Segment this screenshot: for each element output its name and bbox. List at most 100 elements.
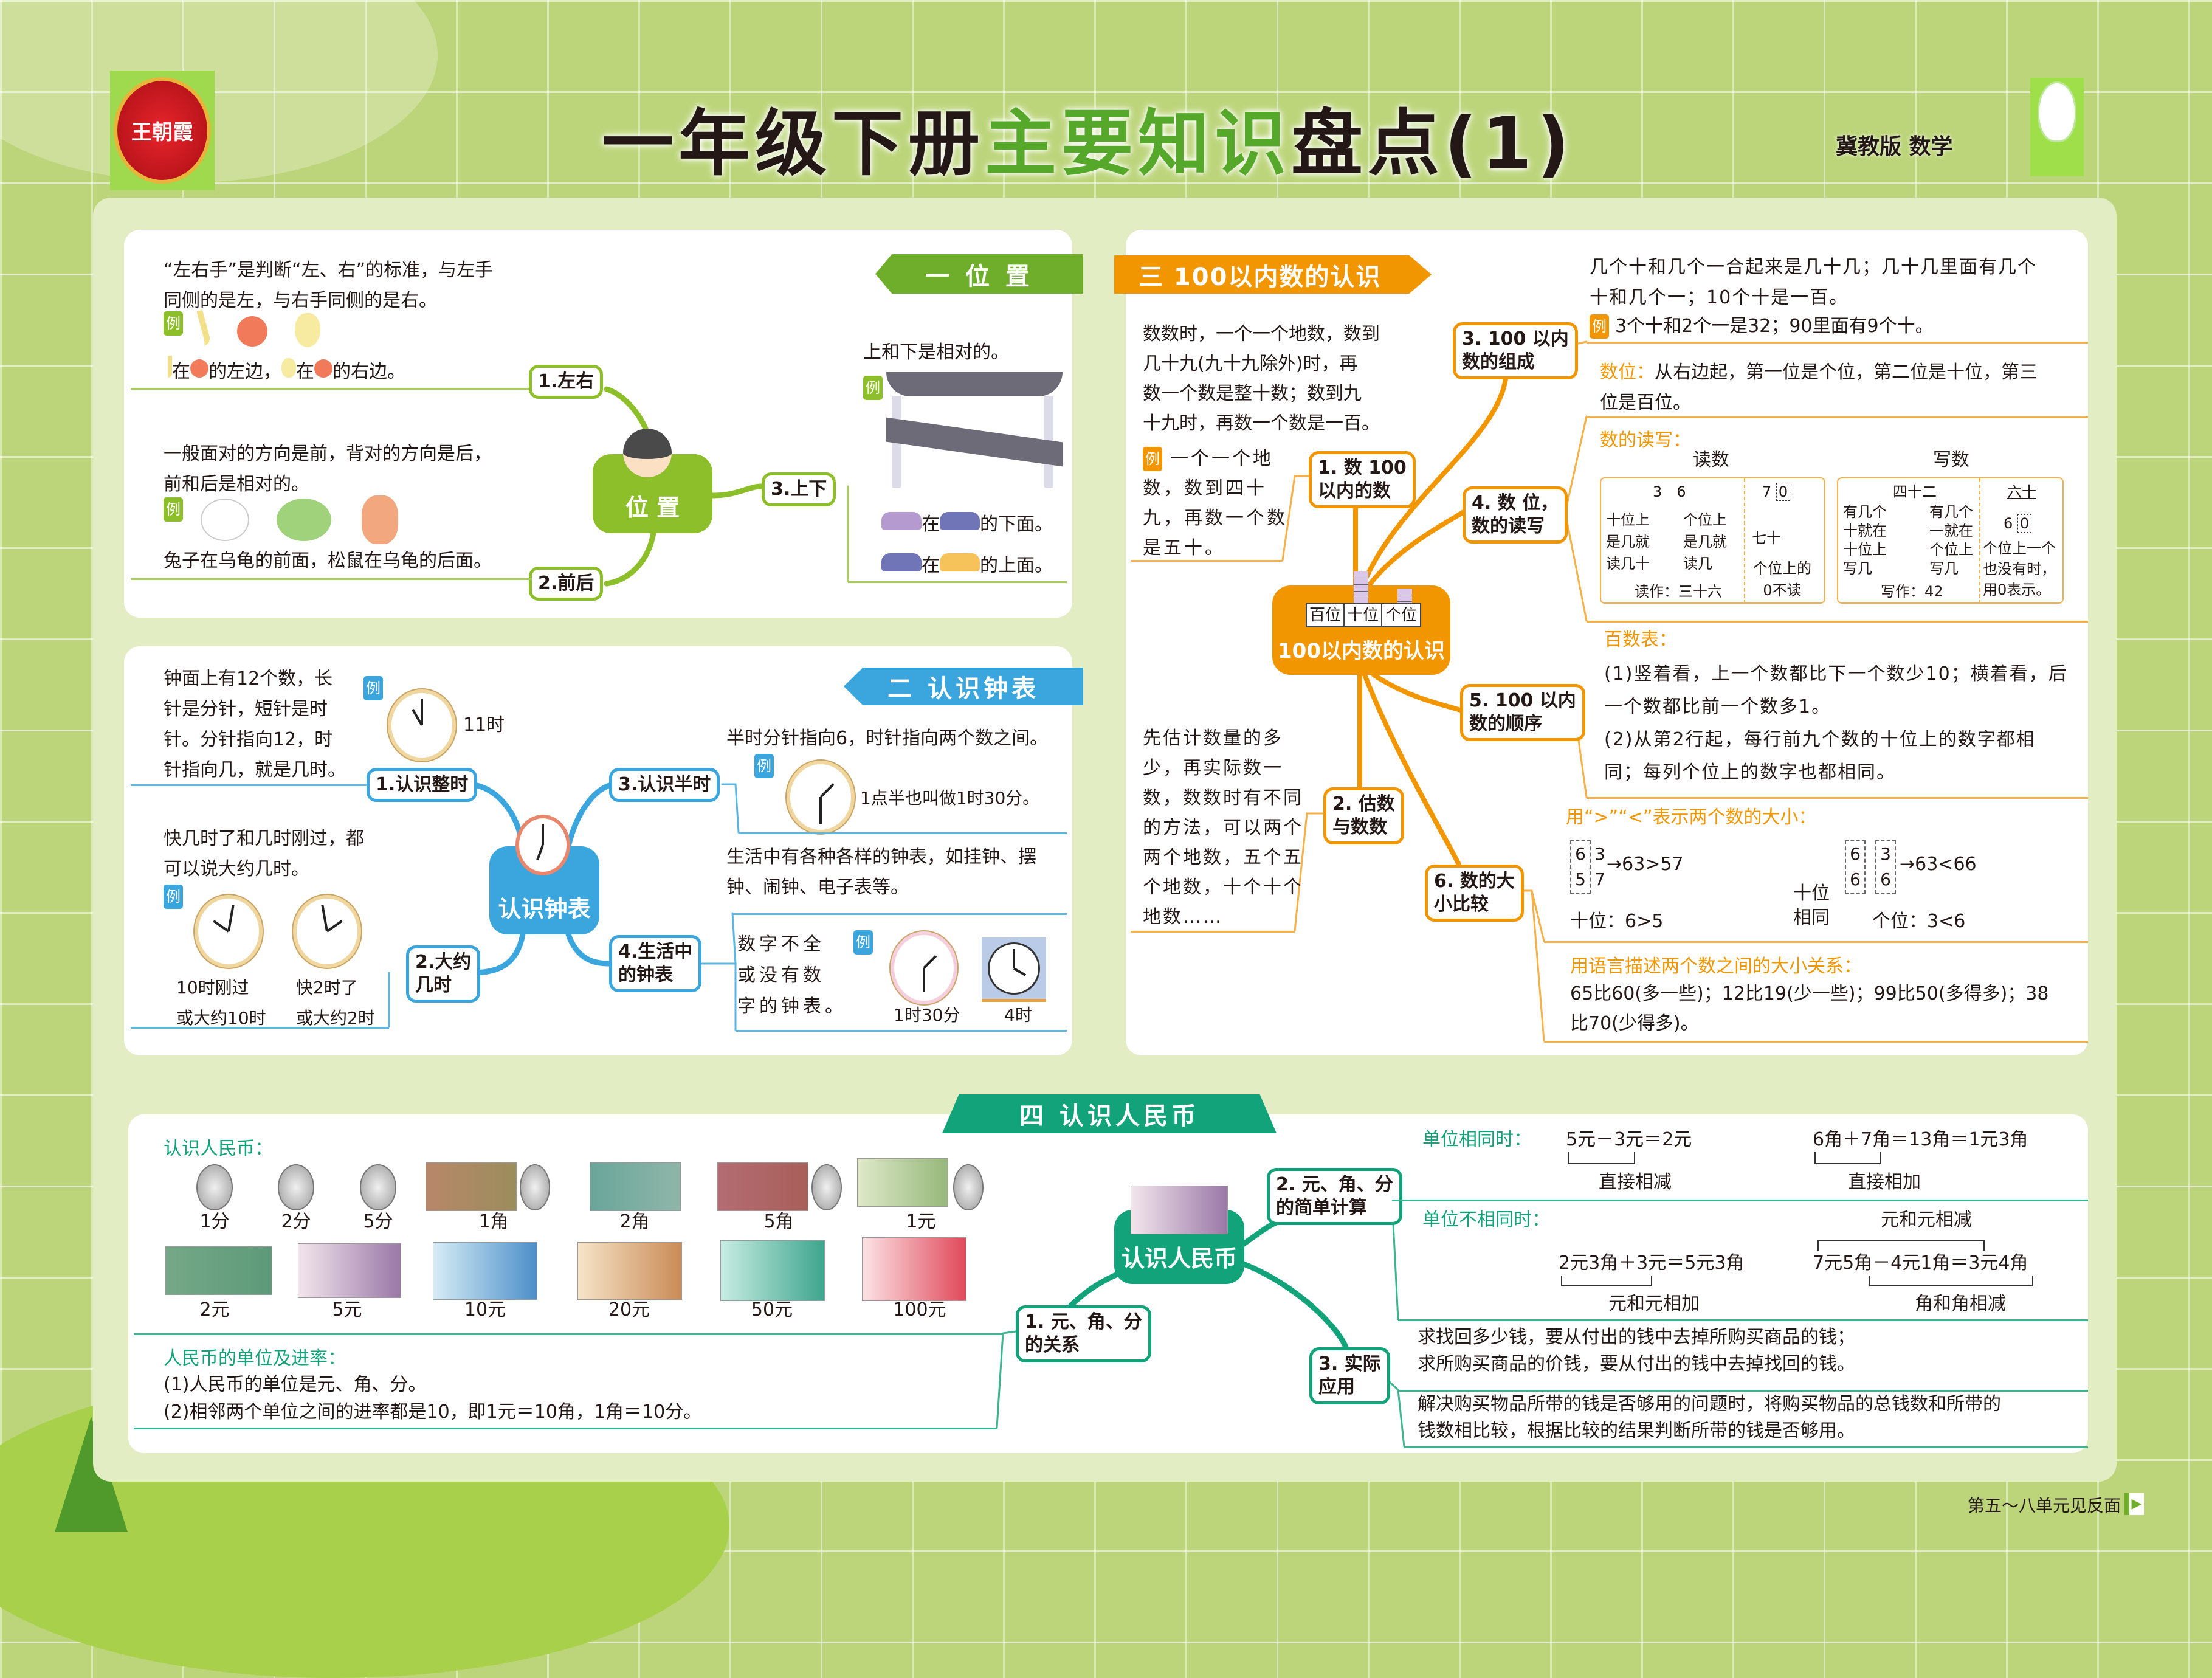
- same-unit-note-1: 直接相减: [1599, 1172, 1672, 1193]
- same-unit-example-1: 5元－3元＝2元: [1566, 1129, 1692, 1150]
- section-tab-position: 一 位 置: [875, 254, 1083, 294]
- life-example-2: 4时: [1004, 1005, 1032, 1025]
- banknote-10-yuan: [433, 1242, 537, 1300]
- title-part: 盘点(1): [1291, 102, 1574, 185]
- divider: [1392, 1200, 2088, 1201]
- node-approx-hour[interactable]: 2.大约几时: [406, 945, 481, 1003]
- node-up-down[interactable]: 3.上下: [762, 472, 836, 506]
- section-tab-money: 四 认识人民币: [942, 1094, 1277, 1133]
- read-title: 读数: [1693, 449, 1729, 471]
- blue-car-icon: [940, 512, 980, 530]
- divider: [1587, 416, 2088, 418]
- write-title: 写数: [1933, 449, 1969, 471]
- place-value-rule: 数位：从右边起，第一位是个位，第二位是十位，第三位是百位。: [1600, 362, 2038, 413]
- whole-hour-example: 11时: [463, 714, 505, 736]
- node-application[interactable]: 3. 实际应用: [1309, 1347, 1390, 1404]
- coin-2-fen: [278, 1164, 314, 1210]
- turtle-icon: [277, 499, 331, 541]
- branch-s1-up-down: [709, 483, 765, 499]
- clock-11-icon: [388, 689, 456, 761]
- clock-just-past-10-icon: [195, 895, 263, 968]
- approx-example-2: 快2时了或大约2时: [296, 978, 375, 1028]
- divider: [848, 581, 1067, 583]
- blue-car-icon: [881, 553, 922, 571]
- diff-unit-top-note: 元和元相减: [1881, 1209, 1972, 1231]
- pear-icon: [295, 313, 320, 347]
- banknote-2-jiao: [590, 1162, 681, 1211]
- divider: [1587, 621, 2088, 623]
- same-unit-heading: 单位相同时：: [1422, 1129, 1532, 1150]
- divider: [131, 784, 368, 786]
- peach-icon: [190, 359, 208, 378]
- abacus: 百位 十位 个位: [1306, 603, 1421, 627]
- clock-almost-2-icon: [293, 895, 361, 968]
- same-unit-example-2: 6角＋7角＝13角＝1元3角: [1813, 1129, 2028, 1150]
- example-badge: 例: [1590, 314, 1609, 339]
- node-left-right[interactable]: 1.左右: [529, 365, 604, 399]
- node-compare[interactable]: 6. 数的大小比较: [1425, 865, 1524, 922]
- node-order[interactable]: 5. 100 以内数的顺序: [1460, 684, 1585, 741]
- divider: [1398, 1319, 2088, 1321]
- example-badge: 例: [164, 497, 183, 522]
- node-composition[interactable]: 3. 100 以内数的组成: [1453, 322, 1578, 379]
- divider: [131, 388, 532, 390]
- abacus-beads: [1354, 571, 1368, 603]
- node-estimate[interactable]: 2. 估数与数数: [1323, 787, 1404, 844]
- branch-s2-life: [565, 931, 612, 967]
- life-clocks-note: 数字不全或没有数字的钟表。: [737, 934, 847, 1017]
- divider: [1544, 941, 2088, 943]
- node-simple-calc[interactable]: 2. 元、角、分的简单计算: [1267, 1168, 1402, 1225]
- node-half-hour[interactable]: 3.认识半时: [609, 768, 720, 802]
- front-back-example: 兔子在乌龟的前面，松鼠在乌龟的后面。: [164, 550, 492, 571]
- node-place-value[interactable]: 4. 数 位，数的读写: [1463, 486, 1568, 544]
- bracket: [1814, 1152, 1881, 1164]
- front-back-rule: 一般面对的方向是前，背对的方向是后，前和后是相对的。: [164, 443, 492, 495]
- divider: [1544, 1041, 2088, 1043]
- bracket: [1568, 1152, 1635, 1164]
- banknote-100-yuan: [862, 1237, 966, 1301]
- banknote-5-yuan: [298, 1243, 401, 1298]
- node-front-back[interactable]: 2.前后: [529, 567, 604, 601]
- example-badge: 例: [853, 930, 873, 955]
- banknote-2-yuan: [165, 1246, 272, 1295]
- divider: [732, 913, 1067, 915]
- banknote-5-jiao: [717, 1162, 808, 1211]
- coin-5-jiao: [811, 1164, 842, 1210]
- divider: [1131, 931, 1295, 933]
- unit-heading: 人民币的单位及进率：: [164, 1348, 346, 1369]
- clock-half-past-one-icon: [787, 761, 855, 834]
- divider: [1587, 797, 2088, 799]
- rabbit-icon: [201, 499, 249, 541]
- coin-1-fen: [196, 1164, 233, 1210]
- banknote-1-jiao: [426, 1162, 517, 1211]
- node-life-clocks[interactable]: 4.生活中的钟表: [609, 935, 702, 992]
- divider: [736, 1030, 1067, 1032]
- read-write-heading: 数的读写：: [1600, 430, 1691, 451]
- banknote-20-yuan: [577, 1242, 682, 1300]
- whole-hour-rule: 钟面上有12个数，长针是分针，短针是时针。分针指向12，时针指向几，就是几时。: [164, 668, 346, 781]
- balloon-icon: [2030, 78, 2084, 176]
- node-unit-relation[interactable]: 1. 元、角、分的关系: [1016, 1305, 1151, 1362]
- pear-icon: [281, 358, 296, 378]
- abacus-tens: 十位: [1345, 604, 1382, 626]
- divider: [131, 578, 532, 580]
- section-tab-numbers: 三 100以内数的认识: [1114, 255, 1432, 294]
- read-number-box: 3 6 十位上是几就读几十 个位上是几就读几 读作：三十六 7 0 七十 个位上…: [1600, 477, 1825, 604]
- example-badge: 例: [1143, 447, 1162, 471]
- life-clocks-rule: 生活中有各种各样的钟表，如挂钟、摆钟、闹钟、电子表等。: [726, 846, 1036, 898]
- example-badge: 例: [863, 376, 883, 400]
- write-number-box: 四十二 有几个十就在十位上写几 有几个一就在个位上写几 写作：42 六十 6 0…: [1837, 477, 2064, 604]
- banknote-50-yuan: [720, 1240, 825, 1301]
- diff-unit-heading: 单位不相同时：: [1422, 1209, 1550, 1231]
- know-money-heading: 认识人民币：: [164, 1138, 273, 1159]
- next-page-arrow-icon[interactable]: ▶: [2124, 1493, 2144, 1515]
- diff-unit-example-2: 7元5角－4元1角＝3元4角: [1813, 1252, 2028, 1274]
- node-whole-hour[interactable]: 1.认识整时: [367, 768, 478, 802]
- hundred-chart-rules: (1)竖着看，上一个数都比下一个数少10；横着看，后一个数都比前一个数多1。(2…: [1604, 663, 2068, 783]
- squirrel-icon: [362, 495, 398, 544]
- bracket: [1561, 1276, 1652, 1286]
- abacus-beads: [1397, 589, 1412, 603]
